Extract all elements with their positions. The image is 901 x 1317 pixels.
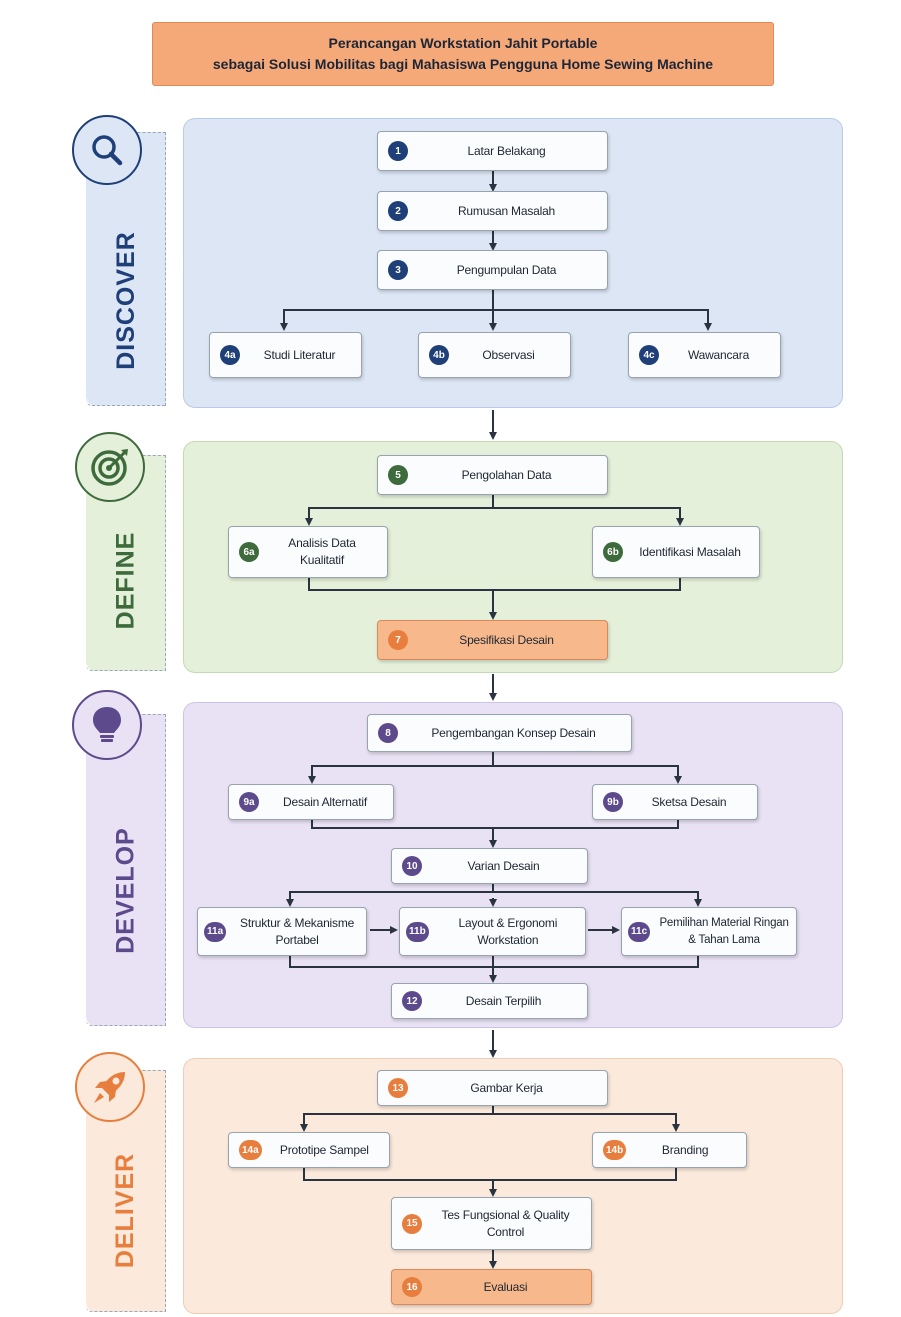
search-icon — [72, 115, 142, 185]
step-12: 12 Desain Terpilih — [391, 983, 588, 1019]
step-number: 4c — [639, 345, 659, 365]
step-number: 14a — [239, 1140, 262, 1160]
step-13: 13 Gambar Kerja — [377, 1070, 608, 1106]
title-line-1: Perancangan Workstation Jahit Portable — [328, 35, 598, 51]
target-icon — [75, 432, 145, 502]
step-number: 5 — [388, 465, 408, 485]
step-7: 7 Spesifikasi Desain — [377, 620, 608, 660]
step-label: Analisis Data Kualitatif — [288, 536, 356, 567]
step-number: 4b — [429, 345, 449, 365]
step-label: Rumusan Masalah — [457, 203, 556, 218]
step-label: Observasi — [482, 347, 535, 362]
step-number: 16 — [402, 1277, 422, 1297]
lightbulb-icon — [72, 690, 142, 760]
step-label: Pengumpulan Data — [456, 262, 557, 277]
diagram-title: Perancangan Workstation Jahit Portable s… — [152, 22, 774, 86]
step-2: 2 Rumusan Masalah — [377, 191, 608, 231]
step-label: Desain Terpilih — [465, 993, 542, 1008]
step-1: 1 Latar Belakang — [377, 131, 608, 171]
step-number: 4a — [220, 345, 240, 365]
step-8: 8 Pengembangan Konsep Desain — [367, 714, 632, 752]
step-number: 15 — [402, 1213, 422, 1234]
step-number: 11c — [628, 921, 651, 942]
rocket-icon — [75, 1052, 145, 1122]
step-number: 8 — [378, 723, 398, 743]
step-label: Wawancara — [687, 347, 750, 362]
step-number: 14b — [603, 1140, 627, 1160]
title-line-2: sebagai Solusi Mobilitas bagi Mahasiswa … — [212, 56, 714, 72]
step-3: 3 Pengumpulan Data — [377, 250, 608, 290]
step-label: Pengolahan Data — [461, 467, 552, 482]
step-number: 6a — [239, 542, 259, 562]
step-14a: 14a Prototipe Sampel — [228, 1132, 390, 1168]
step-number: 13 — [388, 1078, 408, 1098]
step-label: Desain Alternatif — [283, 794, 367, 809]
step-label: Prototipe Sampel — [279, 1142, 369, 1157]
step-label: Tes Fungsional & Quality Control — [441, 1207, 570, 1239]
step-number: 9b — [603, 792, 623, 812]
step-label: Pemilihan Material Ringan & Tahan Lama — [659, 916, 789, 946]
step-label: Varian Desain — [467, 858, 540, 873]
step-number: 11b — [406, 921, 429, 942]
step-11a: 11a Struktur & Mekanisme Portabel — [197, 907, 367, 956]
step-14b: 14b Branding — [592, 1132, 747, 1168]
develop-lane — [86, 714, 166, 1026]
step-6a: 6a Analisis Data Kualitatif — [228, 526, 388, 578]
step-4c: 4c Wawancara — [628, 332, 781, 378]
step-label: Latar Belakang — [467, 143, 546, 158]
step-9a: 9a Desain Alternatif — [228, 784, 394, 820]
step-label: Spesifikasi Desain — [459, 632, 554, 647]
step-4b: 4b Observasi — [418, 332, 571, 378]
step-label: Pengembangan Konsep Desain — [431, 725, 596, 740]
step-number: 3 — [388, 260, 408, 280]
step-number: 11a — [204, 921, 227, 942]
step-number: 12 — [402, 991, 422, 1011]
step-number: 2 — [388, 201, 408, 221]
step-5: 5 Pengolahan Data — [377, 455, 608, 495]
step-number: 6b — [603, 542, 623, 562]
step-number: 9a — [239, 792, 259, 812]
step-10: 10 Varian Desain — [391, 848, 588, 884]
step-number: 1 — [388, 141, 408, 161]
step-label: Evaluasi — [483, 1279, 528, 1294]
step-15: 15 Tes Fungsional & Quality Control — [391, 1197, 592, 1250]
step-16: 16 Evaluasi — [391, 1269, 592, 1305]
step-label: Identifikasi Masalah — [639, 544, 741, 559]
step-label: Struktur & Mekanisme Portabel — [240, 915, 355, 947]
step-label: Gambar Kerja — [470, 1080, 543, 1095]
step-9b: 9b Sketsa Desain — [592, 784, 758, 820]
step-label: Branding — [661, 1142, 709, 1157]
step-label: Sketsa Desain — [651, 794, 727, 809]
step-4a: 4a Studi Literatur — [209, 332, 362, 378]
step-number: 10 — [402, 856, 422, 876]
step-6b: 6b Identifikasi Masalah — [592, 526, 760, 578]
step-number: 7 — [388, 630, 408, 650]
step-11b: 11b Layout & Ergonomi Workstation — [399, 907, 586, 956]
step-label: Layout & Ergonomi Workstation — [458, 915, 558, 947]
step-11c: 11c Pemilihan Material Ringan & Tahan La… — [621, 907, 797, 956]
step-label: Studi Literatur — [263, 347, 336, 362]
